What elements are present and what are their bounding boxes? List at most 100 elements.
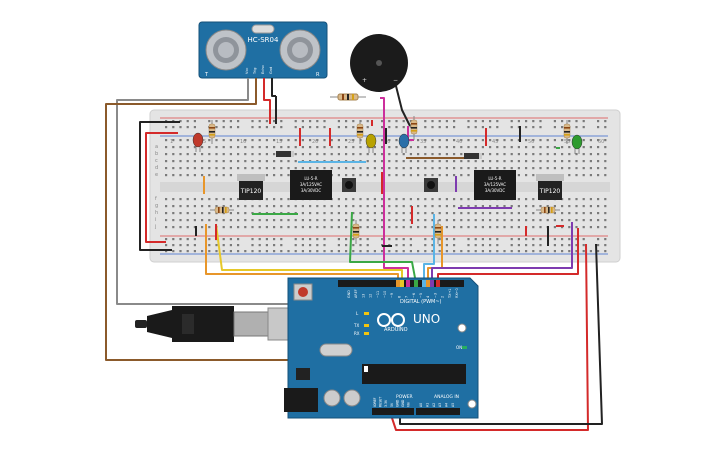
breadboard-hole (323, 238, 326, 241)
breadboard-hole (553, 126, 556, 129)
analog-pin-label: A5 (451, 403, 455, 407)
breadboard-hole (366, 153, 369, 156)
breadboard-hole (222, 146, 225, 149)
arduino-brand-label: ARDUINO (384, 327, 408, 333)
ultrasonic-sensor[interactable]: HC-SR04 T R Vcc Trig Echo Gnd (198, 21, 328, 79)
breadboard-hole (301, 226, 304, 229)
resistor[interactable] (434, 220, 442, 244)
resistor[interactable] (563, 120, 571, 144)
breadboard-hole (517, 153, 520, 156)
col-number: 35 (420, 139, 426, 145)
power-pin-label: 3.3V (384, 399, 388, 407)
digital-pin-label: 7 (405, 296, 409, 298)
breadboard-hole (337, 250, 340, 253)
breadboard-hole (280, 219, 283, 222)
resistor[interactable] (210, 206, 234, 214)
breadboard-hole (395, 198, 398, 201)
breadboard-hole (193, 250, 196, 253)
piezo-buzzer[interactable]: + − (350, 34, 408, 92)
row-letter: i (155, 217, 156, 223)
power-pin-label: GND (395, 399, 399, 407)
leds (192, 132, 583, 154)
breadboard-hole (481, 250, 484, 253)
breadboard-hole (201, 167, 204, 170)
breadboard-hole (373, 167, 376, 170)
breadboard-hole (316, 120, 319, 123)
breadboard-hole (460, 205, 463, 208)
breadboard-hole (193, 219, 196, 222)
resistor[interactable] (536, 206, 560, 214)
row-letter: d (155, 165, 158, 171)
breadboard-hole (352, 126, 355, 129)
breadboard-hole (604, 226, 607, 229)
breadboard-hole (208, 120, 211, 123)
breadboard-hole (373, 174, 376, 177)
breadboard-hole (582, 250, 585, 253)
breadboard-hole (539, 226, 542, 229)
wire-yellow (215, 223, 403, 283)
breadboard-hole (165, 153, 168, 156)
transistor-tip120-right[interactable]: TIP120 (536, 174, 564, 200)
breadboard-hole (489, 219, 492, 222)
led[interactable] (571, 134, 583, 154)
breadboard-hole (208, 238, 211, 241)
buzzer-resistor[interactable] (330, 93, 366, 101)
breadboard-hole (265, 226, 268, 229)
resistor[interactable] (410, 116, 418, 140)
breadboard-hole (532, 167, 535, 170)
breadboard-hole (474, 238, 477, 241)
breadboard-hole (445, 120, 448, 123)
breadboard-hole (316, 205, 319, 208)
breadboard-hole (287, 226, 290, 229)
breadboard-hole (186, 198, 189, 201)
resistor[interactable] (352, 220, 360, 244)
led[interactable] (365, 133, 377, 153)
breadboard-hole (517, 167, 520, 170)
breadboard-hole (517, 205, 520, 208)
col-number: 50 (528, 139, 534, 145)
breadboard-hole (553, 226, 556, 229)
breadboard-hole (467, 198, 470, 201)
breadboard-hole (287, 250, 290, 253)
breadboard-hole (431, 153, 434, 156)
breadboard-hole (287, 174, 290, 177)
crystal-oscillator (319, 343, 353, 357)
breadboard-hole (280, 120, 283, 123)
breadboard-hole (345, 146, 348, 149)
transistor-tip120-left[interactable]: TIP120 (237, 174, 265, 200)
breadboard-hole (546, 160, 549, 163)
breadboard-hole (582, 146, 585, 149)
resistor[interactable] (208, 120, 216, 144)
breadboard-hole (517, 244, 520, 247)
breadboard-hole (208, 198, 211, 201)
breadboard-hole (568, 226, 571, 229)
resistor[interactable] (356, 120, 364, 144)
breadboard-hole (366, 244, 369, 247)
breadboard-hole (251, 153, 254, 156)
breadboard-hole (373, 146, 376, 149)
breadboard-hole (510, 238, 513, 241)
breadboard-hole (532, 205, 535, 208)
breadboard-hole (561, 238, 564, 241)
led[interactable] (192, 132, 204, 152)
relay-label: LU-5-R (304, 176, 317, 181)
breadboard-hole (337, 244, 340, 247)
breadboard-hole (539, 167, 542, 170)
pushbutton-right[interactable] (424, 178, 438, 192)
relay-left[interactable]: LU-5-R 3A/125VAC 3A/30VDC (290, 170, 332, 200)
pushbutton-left[interactable] (342, 178, 356, 192)
breadboard-hole (575, 160, 578, 163)
led[interactable] (398, 133, 410, 153)
breadboard-hole (424, 244, 427, 247)
relay-right[interactable]: LU-5-R 3A/125VAC 3A/30VDC (474, 170, 516, 200)
breadboard-hole (561, 126, 564, 129)
reset-button[interactable] (298, 287, 308, 297)
breadboard-hole (525, 212, 528, 215)
breadboard-hole (568, 198, 571, 201)
breadboard-hole (597, 238, 600, 241)
breadboard-hole (453, 120, 456, 123)
breadboard-hole (496, 212, 499, 215)
breadboard-hole (337, 167, 340, 170)
